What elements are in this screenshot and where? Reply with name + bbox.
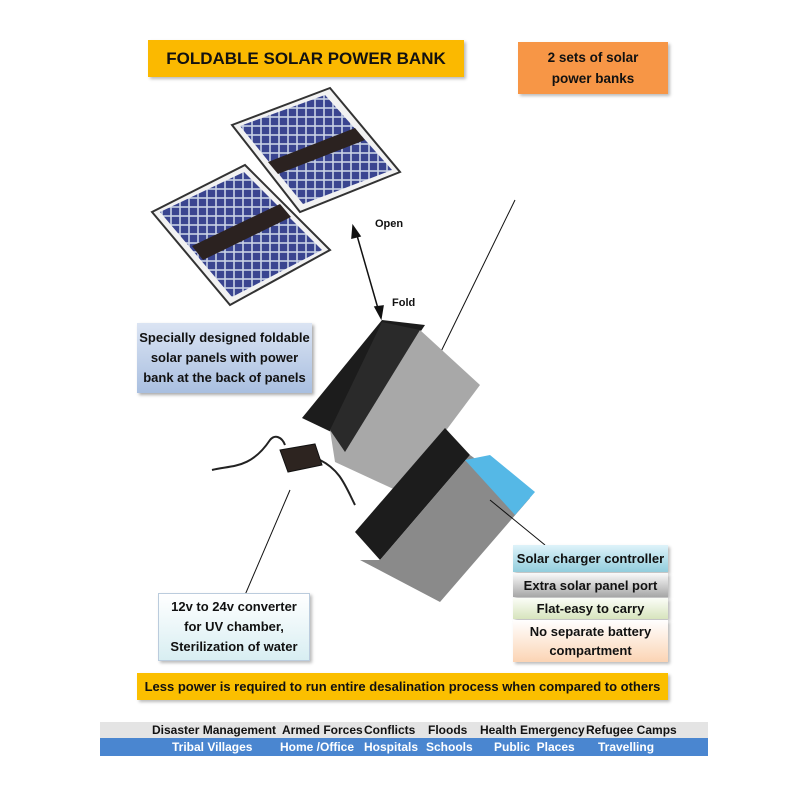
use-item: Floods: [428, 723, 468, 737]
feature-text: No separate battery: [529, 624, 652, 639]
converter-note-line: 12v to 24v converter: [171, 599, 297, 614]
fold-label: Fold: [392, 297, 416, 309]
callout-line: [244, 489, 291, 596]
converter-note-line: Sterilization of water: [170, 639, 298, 654]
solar-panel-upper: [230, 86, 402, 214]
feature-extra-port: Extra solar panel port: [513, 573, 668, 597]
panel-note: Specially designed foldable solar panels…: [137, 323, 312, 393]
title-banner: FOLDABLE SOLAR POWER BANK: [148, 40, 464, 77]
panel-note-line: Specially designed foldable: [139, 330, 310, 345]
feature-text: compartment: [549, 643, 632, 658]
sets-note: 2 sets of solar power banks: [518, 42, 668, 94]
use-item: Health Emergency: [480, 723, 585, 737]
use-item: Disaster Management: [152, 723, 277, 737]
less-power-banner: Less power is required to run entire des…: [137, 673, 668, 700]
open-label: Open: [375, 218, 404, 230]
sets-note-line: power banks: [551, 71, 635, 86]
converter-note-line: for UV chamber,: [184, 619, 284, 634]
panel-note-line: bank at the back of panels: [143, 370, 306, 385]
open-fold-arrow: [351, 223, 384, 321]
callout-line: [489, 499, 546, 546]
use-item: Armed Forces: [282, 723, 363, 737]
feature-no-battery: No separate battery compartment: [513, 620, 668, 662]
use-item: Conflicts: [364, 723, 416, 737]
use-item: Tribal Villages: [172, 740, 253, 754]
title-text: FOLDABLE SOLAR POWER BANK: [166, 48, 446, 68]
feature-solar-charger: Solar charger controller: [513, 545, 668, 572]
less-power-text: Less power is required to run entire des…: [144, 679, 661, 694]
use-item: Home /Office: [280, 740, 355, 754]
solar-panel-lower: [150, 163, 332, 307]
use-item: Refugee Camps: [586, 723, 677, 737]
power-bank-upper: [302, 320, 480, 492]
uses-row-1: Disaster Management Armed Forces Conflic…: [100, 722, 708, 738]
use-item: Travelling: [598, 740, 655, 754]
use-item: Schools: [426, 740, 473, 754]
converter-note: 12v to 24v converter for UV chamber, Ste…: [158, 593, 310, 661]
panel-note-line: solar panels with power: [150, 350, 299, 365]
sets-note-line: 2 sets of solar: [547, 50, 639, 65]
use-item: Public Places: [494, 740, 575, 754]
use-item: Hospitals: [364, 740, 419, 754]
converter-device: [211, 435, 356, 506]
feature-text: Flat-easy to carry: [536, 601, 645, 616]
feature-text: Solar charger controller: [516, 551, 665, 566]
feature-text: Extra solar panel port: [523, 577, 658, 593]
uses-row-2: Tribal Villages Home /Office Hospitals S…: [100, 738, 708, 756]
power-bank-lower: [355, 428, 535, 602]
callout-line: [431, 199, 516, 371]
feature-flat: Flat-easy to carry: [513, 598, 668, 619]
